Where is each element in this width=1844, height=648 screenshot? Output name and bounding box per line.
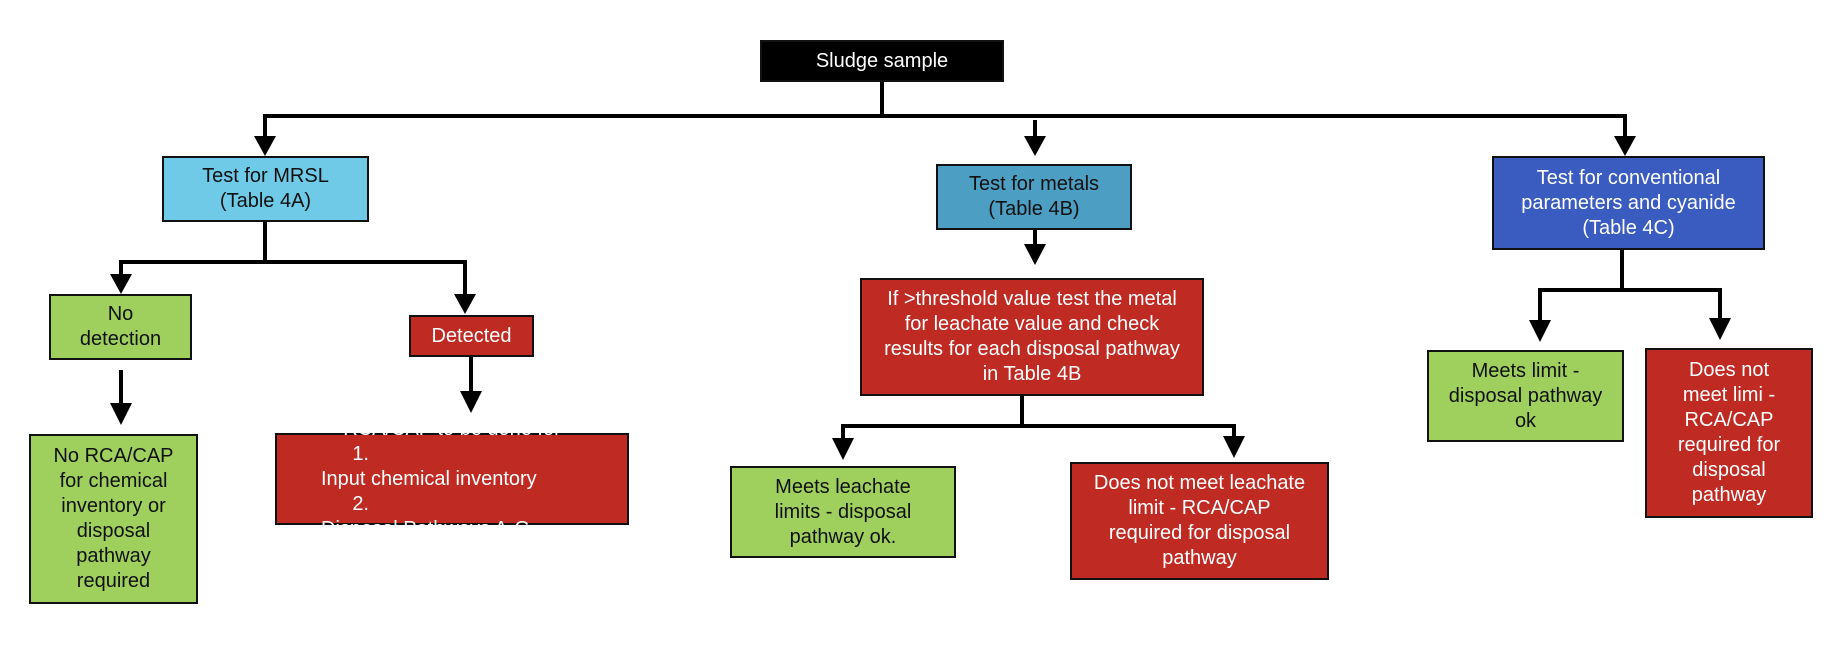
node-no-rca-line: No RCA/CAP <box>53 445 174 467</box>
node-threshold-line: for leachate value and check <box>904 313 1160 335</box>
node-test-metals-line: Test for metals <box>968 173 1100 195</box>
node-not-meet-limit-line: pathway <box>1691 484 1767 506</box>
node-no-detection: No detection <box>49 294 192 360</box>
arrowhead-meets-limit <box>1529 320 1551 342</box>
arrowhead-no-rca <box>110 403 132 425</box>
node-meets-leachate-line: limits - disposal <box>774 500 912 523</box>
node-detected: Detected <box>409 315 534 357</box>
node-test-metals: Test for metals (Table 4B) <box>936 164 1132 230</box>
arrowhead-conventional <box>1614 136 1636 156</box>
node-not-meet-limit-line: RCA/CAP <box>1684 409 1774 431</box>
node-test-mrsl: Test for MRSL (Table 4A) <box>162 156 369 222</box>
node-not-meet-limit: Does not meet limi - RCA/CAP required fo… <box>1645 348 1813 518</box>
node-test-conventional-line: parameters and cyanide <box>1521 191 1736 214</box>
node-not-meet-leachate-line: required for disposal <box>1108 522 1291 544</box>
node-meets-limit-line: ok <box>1514 409 1537 432</box>
node-threshold-line: in Table 4B <box>982 363 1082 385</box>
node-not-meet-leachate-line: limit - RCA/CAP <box>1128 497 1271 519</box>
node-no-rca-line: for chemical <box>59 470 168 492</box>
node-sludge-sample: Sludge sample <box>760 40 1004 82</box>
node-sludge-sample-label: Sludge sample <box>815 49 949 72</box>
rca-cap-item-text: Disposal Pathways A-G <box>321 517 530 540</box>
rca-cap-items: 1.Input chemical inventory 2.Disposal Pa… <box>281 442 623 542</box>
node-threshold-line: If >threshold value test the metal <box>887 288 1177 310</box>
arrowhead-mrsl <box>254 136 276 156</box>
arrowhead-detected <box>454 294 476 314</box>
arrowhead-no-detection <box>110 274 132 294</box>
node-meets-limit: Meets limit - disposal pathway ok <box>1427 350 1624 442</box>
node-no-rca-line: inventory or <box>61 495 166 517</box>
rca-cap-item: 1.Input chemical inventory <box>321 442 623 492</box>
rca-cap-item-number: 2. <box>352 492 369 515</box>
rca-cap-item-number: 1. <box>352 442 369 465</box>
arrowhead-not-meet-limit <box>1709 318 1731 340</box>
node-not-meet-leachate-line: pathway <box>1162 547 1237 569</box>
node-no-rca-line: required <box>76 570 151 592</box>
arrowhead-meets-leachate <box>832 438 854 460</box>
node-test-metals-line: (Table 4B) <box>988 198 1080 220</box>
node-test-mrsl-line: Test for MRSL <box>202 165 329 187</box>
arrowhead-not-meet-leachate <box>1223 436 1245 458</box>
node-rca-cap-list: RCA/CAP to be done for 1.Input chemical … <box>275 418 629 540</box>
node-meets-leachate: Meets leachate limits - disposal pathway… <box>730 466 956 558</box>
node-meets-leachate-line: pathway ok. <box>789 525 897 548</box>
node-no-detection-line: detection <box>79 328 162 350</box>
node-not-meet-limit-line: Does not <box>1688 359 1770 381</box>
node-threshold-test: If >threshold value test the metal for l… <box>860 278 1204 396</box>
arrowhead-rca-list <box>460 391 482 413</box>
node-threshold-line: results for each disposal pathway <box>884 338 1180 360</box>
node-test-conventional-line: (Table 4C) <box>1582 216 1675 239</box>
rca-cap-item-text: Input chemical inventory <box>321 467 537 490</box>
node-not-meet-limit-line: disposal <box>1692 459 1766 481</box>
node-rca-cap-heading: RCA/CAP to be done for <box>343 417 561 440</box>
node-no-detection-line: No <box>107 303 134 325</box>
node-test-conventional-line: Test for conventional <box>1536 166 1721 189</box>
node-detected-label: Detected <box>431 324 512 347</box>
node-meets-limit-line: disposal pathway <box>1448 384 1603 407</box>
node-no-rca-line: disposal <box>76 520 151 542</box>
node-test-conventional: Test for conventional parameters and cya… <box>1492 156 1765 250</box>
node-not-meet-leachate-line: Does not meet leachate <box>1093 472 1306 494</box>
node-no-rca-required: No RCA/CAP for chemical inventory or dis… <box>29 434 198 604</box>
rca-cap-item: 2.Disposal Pathways A-G <box>321 492 623 542</box>
node-test-mrsl-line: (Table 4A) <box>219 190 312 212</box>
node-not-meet-limit-line: required for <box>1677 434 1781 456</box>
arrowhead-threshold <box>1024 244 1046 265</box>
node-meets-limit-line: Meets limit - <box>1471 359 1580 382</box>
arrowhead-metals <box>1024 136 1046 156</box>
node-not-meet-leachate: Does not meet leachate limit - RCA/CAP r… <box>1070 462 1329 580</box>
node-meets-leachate-line: Meets leachate <box>775 475 911 498</box>
node-no-rca-line: pathway <box>76 545 151 567</box>
node-not-meet-limit-line: meet limi - <box>1682 384 1776 406</box>
